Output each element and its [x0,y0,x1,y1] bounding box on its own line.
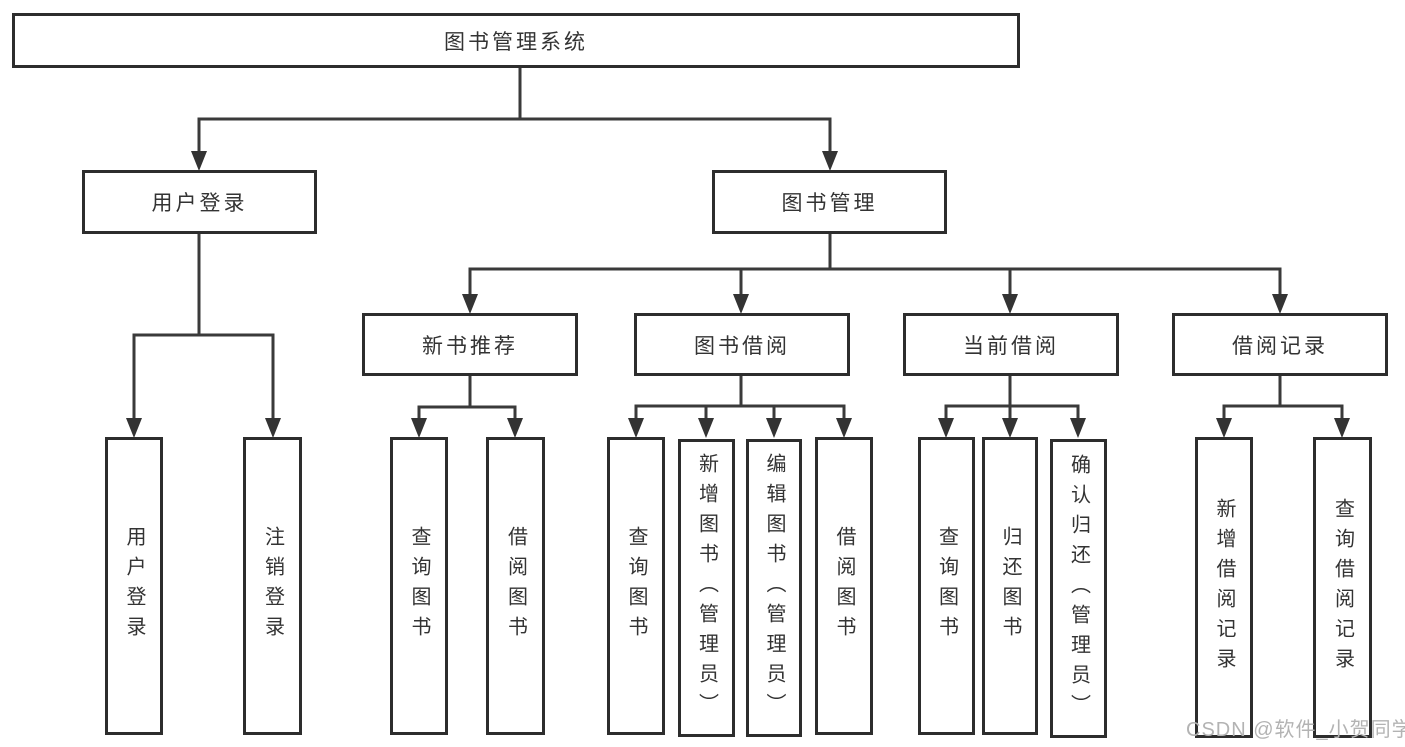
node-book-mgmt-label: 图书管理 [781,192,878,215]
node-new-books-label: 新书推荐 [422,334,518,358]
leaf-return-book-label: 归还图书 [999,526,1021,646]
connector-records-children [1216,374,1350,438]
leaf-return-book: 归还图书 [982,437,1038,735]
csdn-watermark: CSDN @软件_小贺同学 [1186,719,1405,741]
leaf-borrow-book-borrowing: 借阅图书 [815,437,873,735]
leaf-confirm-return-admin-label: 确认归还（管理员） [1067,453,1090,724]
node-borrow-records: 借阅记录 [1172,313,1388,376]
node-user-login: 用户登录 [82,170,317,234]
node-book-borrowing-label: 图书借阅 [694,334,790,358]
leaf-query-book-borrowing-label: 查询图书 [625,526,647,646]
connector-current-children [938,374,1086,438]
node-root-label: 图书管理系统 [444,30,588,54]
leaf-confirm-return-admin: 确认归还（管理员） [1050,439,1107,738]
connector-user-login-children [126,232,281,438]
connector-book-mgmt-children [462,232,1288,314]
leaf-borrow-book-newbooks: 借阅图书 [486,437,545,735]
leaf-borrow-book-newbooks-label: 借阅图书 [504,526,527,646]
node-root: 图书管理系统 [12,13,1020,68]
node-user-login-label: 用户登录 [151,192,248,215]
leaf-logout: 注销登录 [243,437,302,735]
leaf-query-book-current-label: 查询图书 [935,526,958,646]
node-borrow-records-label: 借阅记录 [1232,334,1328,358]
leaf-add-book-admin: 新增图书（管理员） [678,439,735,737]
connector-new-books-children [411,374,523,438]
connector-borrowing-children [628,374,852,438]
node-current-borrowing-label: 当前借阅 [963,334,1059,358]
leaf-borrow-book-borrowing-label: 借阅图书 [833,526,855,646]
leaf-query-book-newbooks-label: 查询图书 [408,526,430,646]
node-book-borrowing: 图书借阅 [634,313,850,376]
leaf-logout-label: 注销登录 [261,526,284,646]
leaf-add-book-admin-label: 新增图书（管理员） [695,453,718,723]
leaf-add-borrow-record-label: 新增借阅记录 [1213,497,1235,678]
leaf-user-login-label: 用户登录 [123,526,145,646]
connector-root-to-level2 [191,66,838,171]
leaf-query-book-current: 查询图书 [918,437,975,735]
leaf-user-login: 用户登录 [105,437,163,735]
leaf-add-borrow-record: 新增借阅记录 [1195,437,1253,738]
leaf-edit-book-admin: 编辑图书（管理员） [746,439,802,737]
node-book-mgmt: 图书管理 [712,170,947,234]
leaf-query-book-borrowing: 查询图书 [607,437,665,735]
node-new-books: 新书推荐 [362,313,578,376]
node-current-borrowing: 当前借阅 [903,313,1119,376]
leaf-query-borrow-record-label: 查询借阅记录 [1331,497,1354,678]
leaf-query-book-newbooks: 查询图书 [390,437,448,735]
leaf-edit-book-admin-label: 编辑图书（管理员） [763,453,785,723]
leaf-query-borrow-record: 查询借阅记录 [1313,437,1372,738]
